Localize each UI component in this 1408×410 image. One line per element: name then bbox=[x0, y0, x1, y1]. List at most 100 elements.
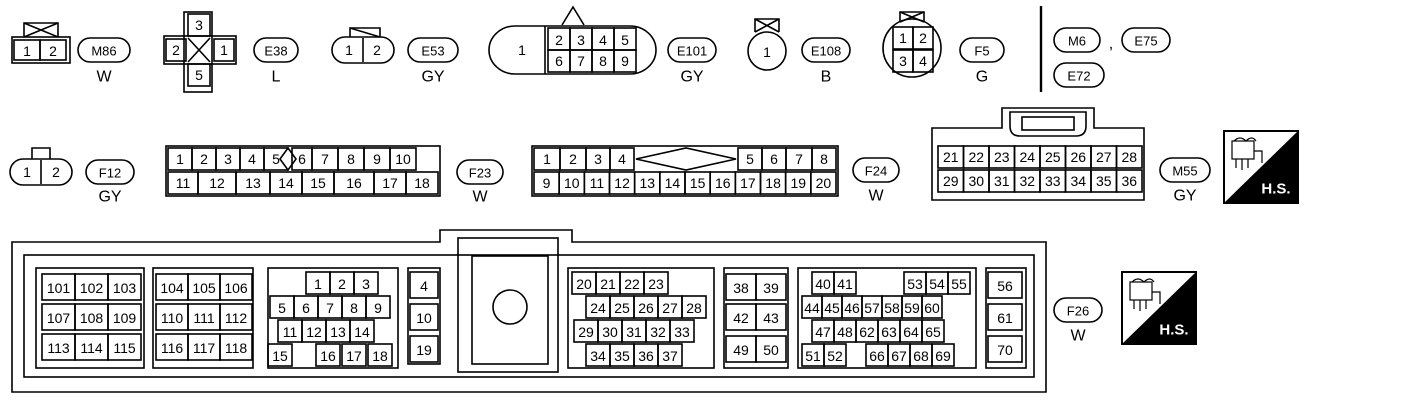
pin-number: 1 bbox=[23, 164, 31, 180]
pin-number: 5 bbox=[278, 300, 286, 316]
pin-number: 7 bbox=[321, 151, 329, 167]
pin-number: 36 bbox=[1121, 173, 1137, 189]
pin-number: 56 bbox=[997, 278, 1013, 294]
pin-number: 1 bbox=[176, 151, 184, 167]
pin-number: 106 bbox=[224, 280, 248, 296]
pin-cell bbox=[921, 319, 945, 343]
pin-number: 52 bbox=[827, 348, 843, 364]
pin-number: 60 bbox=[924, 300, 940, 316]
pin-cell bbox=[367, 343, 393, 367]
pin-cell bbox=[219, 273, 253, 301]
pin-number: 18 bbox=[765, 175, 781, 191]
connector-id-badge bbox=[253, 37, 299, 63]
pin-group-frame bbox=[567, 267, 715, 369]
pin-number: 1 bbox=[314, 276, 322, 292]
hs-label: H.S. bbox=[1159, 322, 1188, 339]
e53-latch bbox=[349, 27, 381, 37]
pin-cell bbox=[219, 333, 253, 361]
pin-number: 4 bbox=[618, 151, 626, 167]
f12-latch bbox=[31, 147, 51, 159]
pin-number: 17 bbox=[382, 175, 398, 191]
pin-number: 36 bbox=[638, 348, 654, 364]
connector-id-label: F12 bbox=[99, 166, 121, 181]
pin-number: 18 bbox=[372, 348, 388, 364]
pin-number: 8 bbox=[350, 300, 358, 316]
pin-cell bbox=[165, 38, 187, 62]
e101-housing bbox=[488, 25, 657, 75]
connector-id-badge bbox=[801, 37, 851, 63]
pin-number: 3 bbox=[577, 32, 585, 48]
pin-number: 8 bbox=[820, 151, 828, 167]
pin-number: 24 bbox=[590, 300, 606, 316]
pin-number: 6 bbox=[555, 53, 563, 69]
pin-number: 4 bbox=[599, 32, 607, 48]
pin-cell bbox=[107, 273, 142, 301]
pin-number: 5 bbox=[746, 151, 754, 167]
pin-number: 32 bbox=[650, 324, 666, 340]
pin-number: 69 bbox=[935, 348, 951, 364]
f23-key-diamond bbox=[279, 146, 297, 172]
pin-number: 22 bbox=[968, 149, 984, 165]
pin-number: 2 bbox=[49, 43, 57, 59]
pin-number: 13 bbox=[245, 175, 261, 191]
pin-number: 29 bbox=[943, 173, 959, 189]
pin-number: 8 bbox=[347, 151, 355, 167]
pin-number: 43 bbox=[763, 310, 779, 326]
pin-cell bbox=[187, 63, 211, 87]
connector-id-badge bbox=[77, 37, 131, 63]
pin-number: 22 bbox=[624, 276, 640, 292]
pin-number: 112 bbox=[225, 310, 248, 326]
pin-number: 28 bbox=[1121, 149, 1137, 165]
harness-connector-icon bbox=[1131, 278, 1155, 283]
pin-cell bbox=[755, 303, 787, 331]
pin-cell bbox=[912, 26, 934, 50]
pin-number: 7 bbox=[326, 300, 334, 316]
e53-latch bbox=[349, 27, 381, 38]
f12-housing bbox=[9, 158, 73, 186]
pin-number: 21 bbox=[600, 276, 616, 292]
pin-number: 58 bbox=[884, 300, 900, 316]
pin-group-frame bbox=[152, 267, 254, 369]
pin-cell bbox=[353, 271, 379, 295]
pin-number: 18 bbox=[414, 175, 430, 191]
pin-cell bbox=[987, 335, 1023, 363]
pin-number: 3 bbox=[195, 17, 203, 33]
wire-color-label: GY bbox=[680, 69, 703, 86]
pin-number: 57 bbox=[864, 300, 880, 316]
pin-cell bbox=[389, 147, 417, 171]
pin-number: 2 bbox=[373, 42, 381, 58]
f26-housing-outer bbox=[11, 229, 1047, 393]
pin-cell bbox=[669, 319, 695, 343]
pin-number: 38 bbox=[733, 280, 749, 296]
pin-number: 45 bbox=[824, 300, 840, 316]
pin-number: 108 bbox=[80, 310, 104, 326]
f24-key-diamond bbox=[635, 147, 737, 171]
wire-color-label: GY bbox=[421, 69, 444, 86]
pin-number: 1 bbox=[345, 42, 353, 58]
pin-group-frame bbox=[267, 267, 399, 369]
pin-number: 13 bbox=[330, 324, 346, 340]
pin-number: 1 bbox=[763, 44, 771, 60]
pin-number: 51 bbox=[805, 348, 821, 364]
pin-number: 40 bbox=[815, 276, 831, 292]
pin-cell bbox=[987, 303, 1023, 331]
f26-housing-inner bbox=[23, 254, 1035, 378]
hs-badge-triangle bbox=[1224, 131, 1298, 203]
pin-number: 19 bbox=[790, 175, 806, 191]
pin-number: 68 bbox=[913, 348, 929, 364]
pin-number: 118 bbox=[225, 340, 248, 356]
pin-number: 26 bbox=[638, 300, 654, 316]
pin-cell bbox=[187, 13, 211, 37]
pin-number: 9 bbox=[621, 53, 629, 69]
m86-latch bbox=[23, 22, 59, 38]
pin-number: 10 bbox=[564, 175, 580, 191]
pin-number: 2 bbox=[555, 32, 563, 48]
pin-number: 102 bbox=[80, 280, 104, 296]
pin-number: 110 bbox=[161, 310, 184, 326]
pin-number: 48 bbox=[837, 324, 853, 340]
pin-cell bbox=[609, 147, 635, 171]
pin-number: 59 bbox=[904, 300, 920, 316]
pin-number: 70 bbox=[997, 342, 1013, 358]
pin-cell bbox=[657, 343, 683, 367]
